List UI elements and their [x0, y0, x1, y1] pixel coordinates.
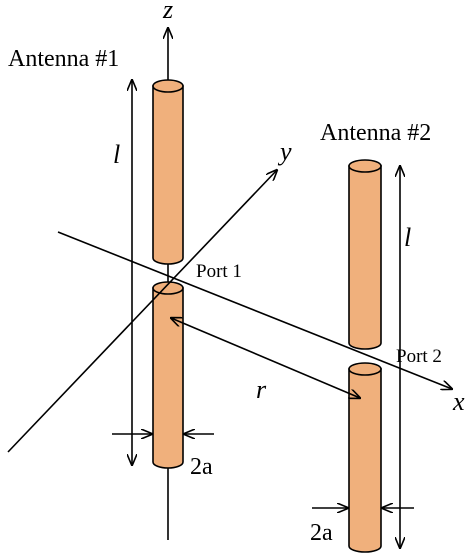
antenna1-lower-arm	[152, 281, 184, 469]
y-axis	[7, 170, 277, 453]
axis-label-x: x	[452, 387, 465, 416]
antenna2-diameter-label: 2a	[310, 520, 333, 546]
antenna2-title: Antenna #2	[320, 120, 431, 146]
separation-label: r	[256, 375, 267, 404]
antenna2-length-label: l	[404, 223, 411, 252]
axis-label-y: y	[277, 137, 292, 166]
antenna1-length-label: l	[113, 140, 120, 169]
antenna1-title: Antenna #1	[8, 46, 119, 72]
antenna1-diameter-label: 2a	[190, 454, 213, 480]
port2-label: Port 2	[396, 346, 442, 367]
antenna2-lower-arm	[348, 362, 382, 553]
antenna1-upper-arm	[152, 79, 184, 265]
antenna2-upper-arm	[348, 159, 382, 350]
separation-dimension	[171, 318, 360, 398]
port1-label: Port 1	[196, 261, 242, 282]
x-axis	[57, 231, 452, 389]
axis-label-z: z	[162, 0, 173, 24]
